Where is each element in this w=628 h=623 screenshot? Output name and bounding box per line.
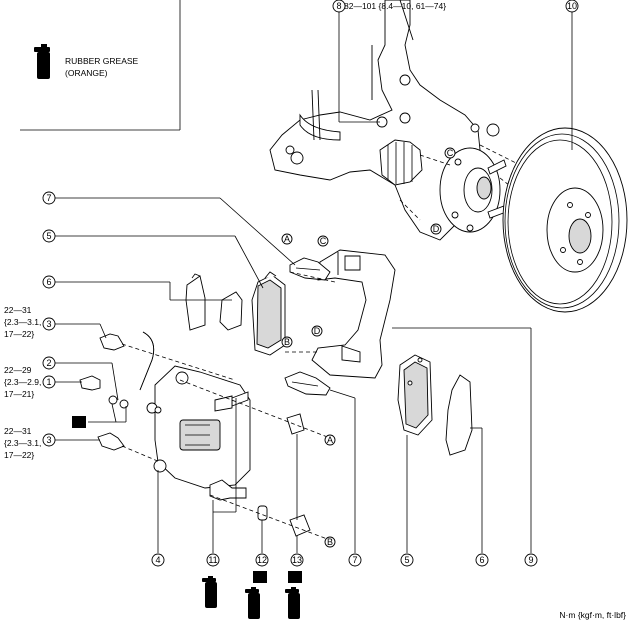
callout-6-right: 6 — [475, 553, 489, 567]
callout-2-text: 2 — [46, 358, 51, 368]
callout-3-upper: 3 — [42, 317, 56, 331]
torque-bolt-upper-1: 22—31 — [4, 305, 32, 315]
callout-11-text: 11 — [208, 555, 217, 565]
marker-c-mid-text: C — [320, 236, 327, 246]
grease-can-icon — [245, 587, 260, 619]
callout-7-lower-text: 7 — [352, 555, 357, 565]
torque-bolt-lower: 22—31 {2.3—3.1, 17—22} — [4, 426, 41, 460]
boot-upper — [286, 413, 305, 435]
torque-knuckle-bolt: 82—101 {8.4—10, 61—74} — [344, 1, 446, 11]
units-note: N·m {kgf·m, ft·lbf} — [559, 610, 626, 620]
legend-label-line2: (ORANGE) — [65, 68, 108, 78]
marker-d-knuckle: D — [430, 223, 442, 235]
torque-bolt-mid-3: 17—21} — [4, 389, 34, 399]
marker-a-upper: A — [281, 233, 293, 245]
callout-7-upper: 7 — [42, 191, 56, 205]
torque-bolt-mid-2: {2.3—2.9, — [4, 377, 41, 387]
marker-a-lower: A — [324, 434, 336, 446]
callout-12-text: 12 — [257, 555, 267, 565]
callout-10: 10 — [565, 0, 579, 13]
bolt-lower — [97, 432, 125, 451]
marker-a-upper-text: A — [284, 234, 290, 244]
callout-7-upper-text: 7 — [46, 193, 51, 203]
caliper-body — [146, 365, 251, 489]
grease-can-icon: GREASE — [34, 44, 50, 79]
callout-5-right: 5 — [400, 553, 414, 567]
sleeve — [257, 505, 268, 521]
r-marker-boot-text: R — [292, 572, 299, 582]
r-marker-hose-text: R — [76, 417, 83, 427]
torque-bolt-lower-2: {2.3—3.1, — [4, 438, 41, 448]
callout-6-left-text: 6 — [46, 277, 51, 287]
leader-lines — [55, 12, 573, 553]
callout-1-text: 1 — [46, 377, 51, 387]
marker-a-lower-text: A — [327, 435, 333, 445]
r-marker-sleeve-text: R — [257, 572, 264, 582]
brake-pad-inner — [251, 271, 286, 356]
boot-lower — [289, 514, 311, 537]
callout-9: 9 — [524, 553, 538, 567]
brake-pad-outer — [397, 354, 433, 436]
bolt-upper — [99, 333, 125, 351]
wheel-hub — [439, 147, 507, 233]
callout-10-text: 10 — [567, 1, 577, 11]
shim-outer — [445, 374, 473, 456]
bolt-union — [79, 375, 129, 409]
torque-bolt-mid: 22—29 {2.3—2.9, 17—21} — [4, 365, 41, 399]
shims-inner — [185, 273, 243, 331]
callout-7-lower: 7 — [348, 553, 362, 567]
brake-hose — [139, 331, 155, 391]
marker-b-lower: B — [324, 536, 336, 548]
callout-12: 12 — [255, 553, 269, 567]
r-marker-sleeve: R — [253, 571, 267, 583]
callout-4-text: 4 — [155, 555, 160, 565]
marker-d-knuckle-text: D — [433, 224, 440, 234]
legend-label-line1: RUBBER GREASE — [65, 56, 139, 66]
callout-6-right-text: 6 — [479, 555, 484, 565]
callout-3-lower: 3 — [42, 433, 56, 447]
torque-bolt-mid-1: 22—29 — [4, 365, 32, 375]
callout-6-left: 6 — [42, 275, 56, 289]
callout-9-text: 9 — [528, 555, 533, 565]
callout-4: 4 — [151, 553, 165, 567]
callout-13-text: 13 — [292, 555, 302, 565]
callout-8: 8 — [332, 0, 346, 13]
callout-3-upper-text: 3 — [46, 319, 51, 329]
grease-can-icon — [202, 576, 217, 608]
guide-pin-lower — [209, 479, 247, 501]
callout-13: 13 — [290, 553, 304, 567]
marker-d-mid-text: D — [314, 326, 321, 336]
callout-8-text: 8 — [336, 1, 341, 11]
torque-bolt-upper-2: {2.3—3.1, — [4, 317, 41, 327]
drive-shaft-joint — [379, 139, 423, 186]
torque-bolt-lower-3: 17—22} — [4, 450, 34, 460]
callout-2: 2 — [42, 356, 56, 370]
marker-c-mid: C — [317, 235, 329, 247]
callout-3-lower-text: 3 — [46, 435, 51, 445]
pad-clip-lower — [284, 371, 331, 396]
callout-1: 1 — [42, 375, 56, 389]
r-marker-hose: R — [72, 416, 86, 428]
caliper-bracket — [311, 249, 396, 379]
torque-bolt-upper: 22—31 {2.3—3.1, 17—22} — [4, 305, 41, 339]
marker-d-mid: D — [311, 325, 323, 337]
brake-disc — [502, 127, 628, 313]
callout-5-right-text: 5 — [404, 555, 409, 565]
marker-b-upper-text: B — [284, 337, 290, 347]
grease-can-icon — [285, 587, 300, 619]
torque-bolt-lower-1: 22—31 — [4, 426, 32, 436]
marker-c-knuckle: C — [444, 147, 456, 159]
r-marker-boot: R — [288, 571, 302, 583]
callout-11: 11 — [206, 553, 220, 567]
marker-b-upper: B — [281, 336, 293, 348]
torque-bolt-upper-3: 17—22} — [4, 329, 34, 339]
callout-5-left-text: 5 — [46, 231, 51, 241]
callout-5-left: 5 — [42, 229, 56, 243]
marker-c-knuckle-text: C — [447, 148, 454, 158]
grease-can-text: GREASE — [43, 59, 47, 74]
marker-b-lower-text: B — [327, 537, 333, 547]
